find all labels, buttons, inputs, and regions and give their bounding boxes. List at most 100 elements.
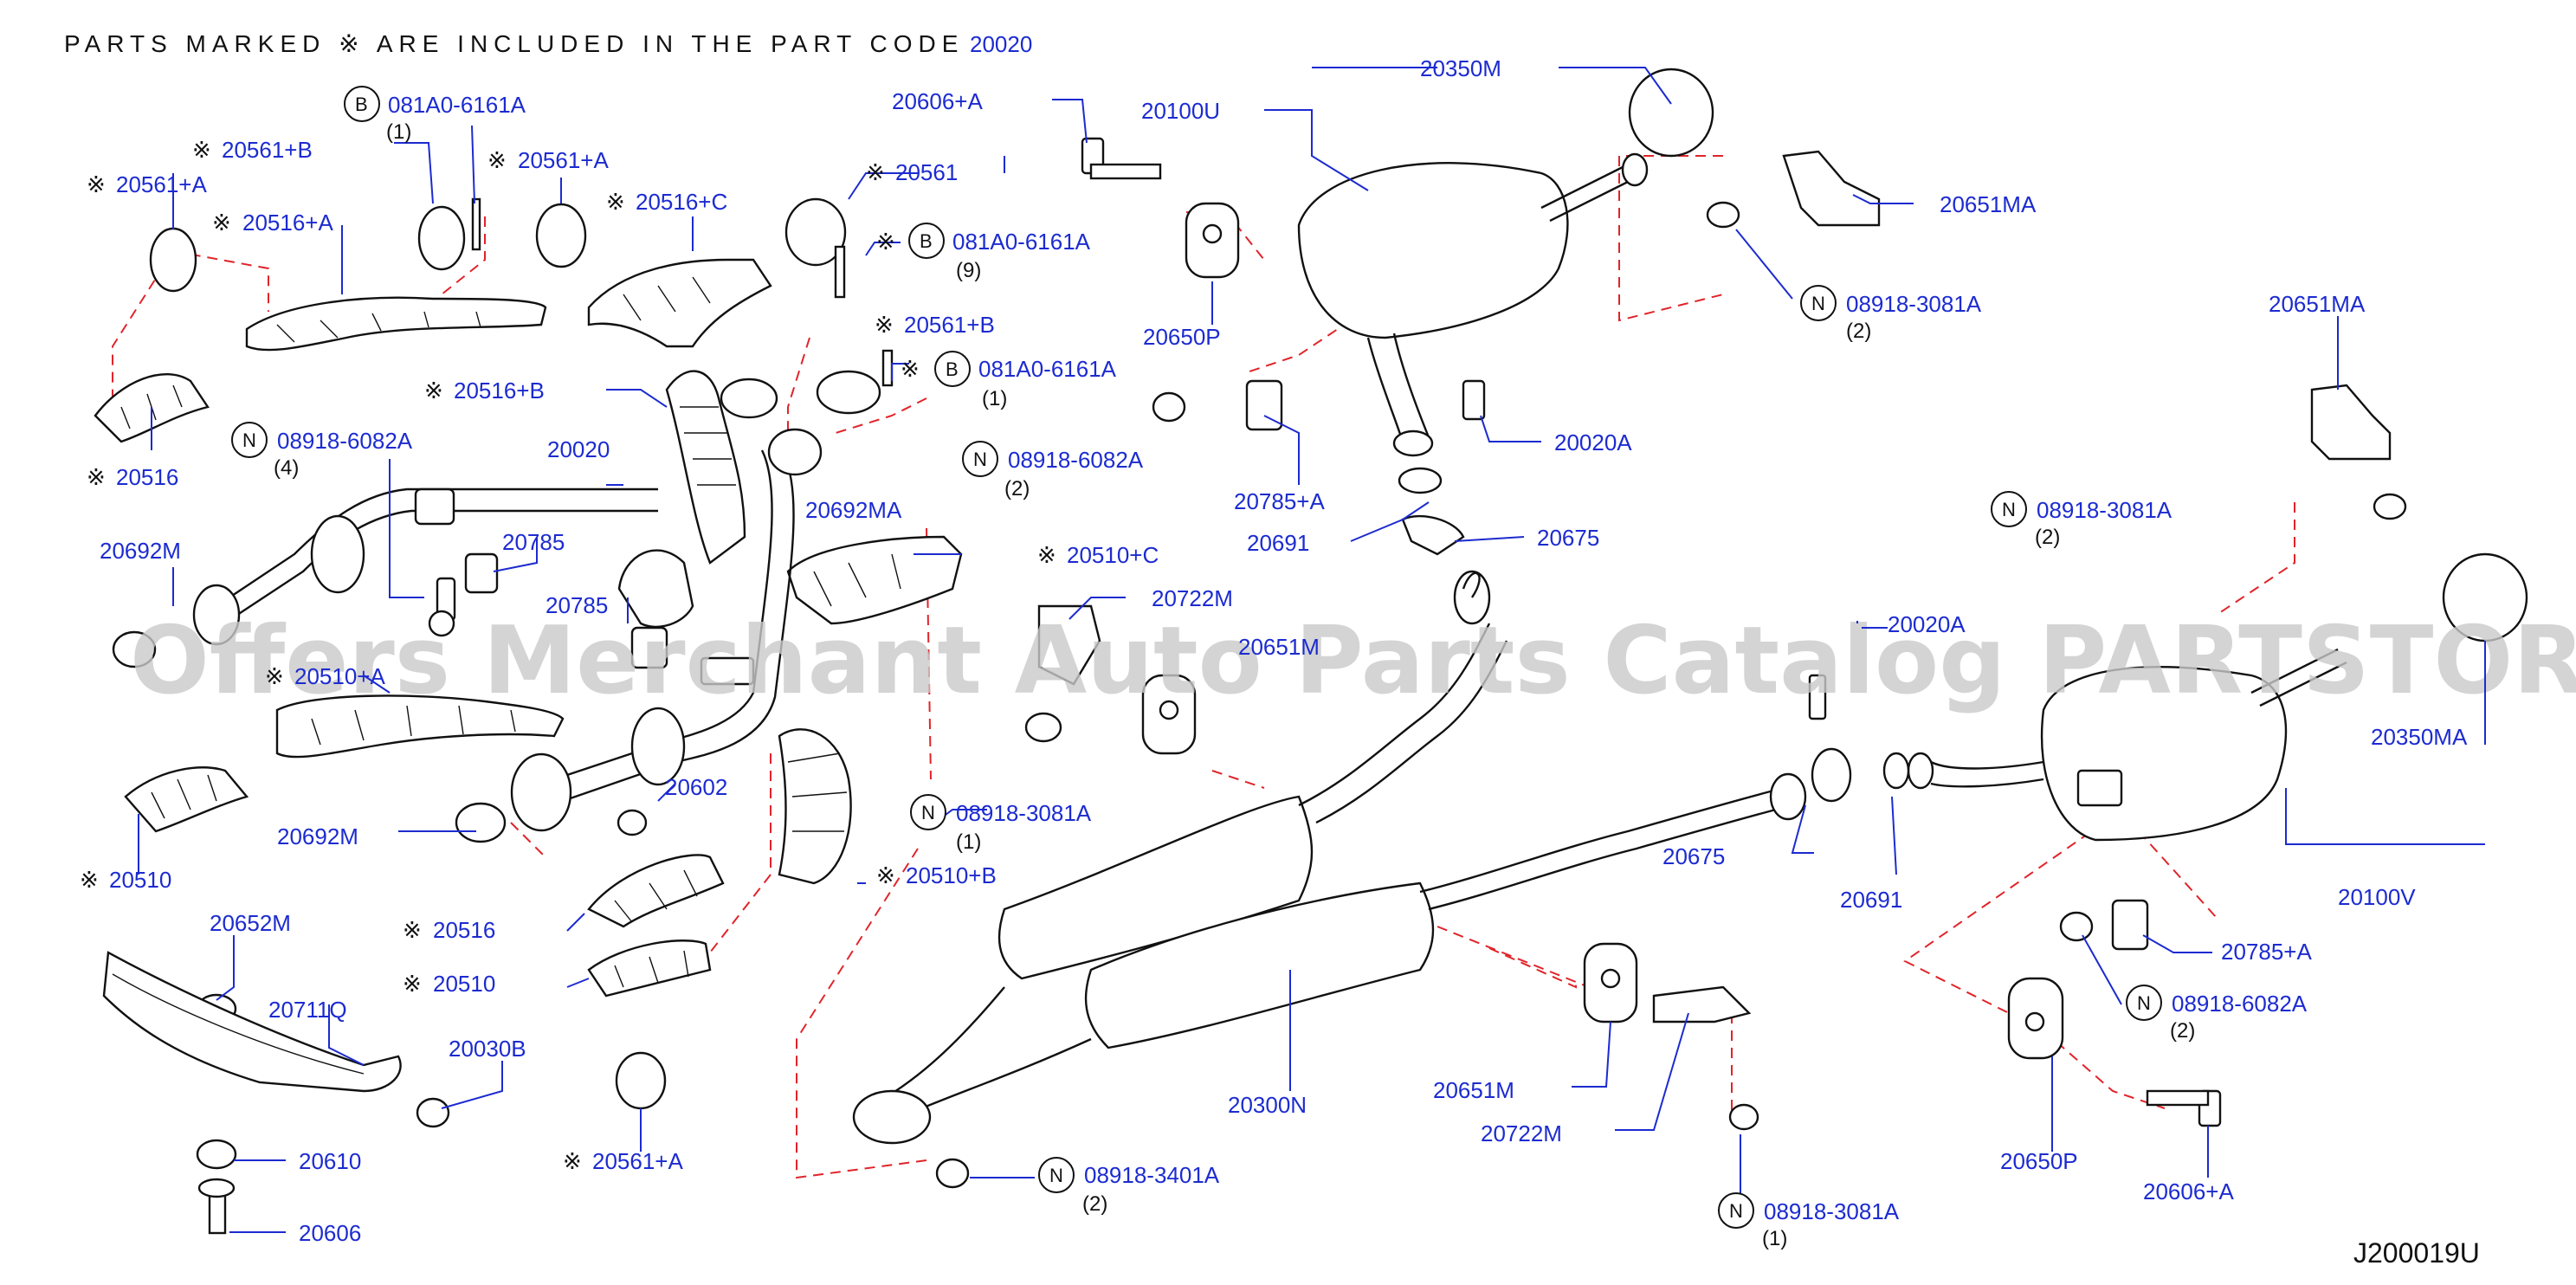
- label-20510-b[interactable]: ※ 20510+B: [876, 862, 997, 889]
- label-20652m[interactable]: 20652M: [210, 910, 291, 936]
- label-20561-b[interactable]: ※ 20561+B: [192, 137, 313, 164]
- svg-text:※: ※: [80, 868, 99, 894]
- svg-text:20561+A: 20561+A: [116, 171, 207, 197]
- label-20020a-top[interactable]: 20020A: [1554, 429, 1632, 455]
- svg-text:(2): (2): [1082, 1192, 1107, 1216]
- svg-text:※: ※: [424, 378, 443, 404]
- label-20722m-bottom[interactable]: 20722M: [1481, 1120, 1562, 1146]
- label-08918-6082A-mid[interactable]: N 08918-6082A (2): [962, 441, 1144, 500]
- label-20561-a-mid[interactable]: ※ 20561+A: [487, 147, 609, 174]
- label-08918-6082A-left[interactable]: N 08918-6082A (4): [231, 422, 413, 480]
- label-20691-right[interactable]: 20691: [1840, 887, 1902, 913]
- label-20675-top[interactable]: 20675: [1537, 525, 1599, 551]
- leader-lines: [138, 67, 2486, 1233]
- label-20650p-right[interactable]: 20650P: [2000, 1148, 2078, 1174]
- label-20100v[interactable]: 20100V: [2338, 884, 2416, 910]
- svg-text:N: N: [1729, 1200, 1743, 1222]
- label-20651ma-right[interactable]: 20651MA: [2269, 291, 2366, 317]
- svg-text:08918-6082A: 08918-6082A: [277, 428, 413, 454]
- label-20561[interactable]: ※ 20561: [866, 159, 958, 186]
- svg-text:081A0-6161A: 081A0-6161A: [952, 229, 1091, 255]
- center-resonators-and-y-pipe: [852, 570, 1807, 1145]
- label-20691-top[interactable]: 20691: [1247, 530, 1309, 556]
- label-08918-3081A-bottom[interactable]: N 08918-3081A (1): [1718, 1192, 1900, 1250]
- label-20692ma[interactable]: 20692MA: [805, 497, 902, 523]
- svg-text:08918-6082A: 08918-6082A: [1008, 447, 1144, 473]
- svg-text:(2): (2): [1846, 320, 1871, 343]
- svg-text:※: ※: [876, 863, 895, 889]
- header-part-code[interactable]: 20020: [970, 31, 1032, 57]
- svg-text:※: ※: [866, 160, 885, 186]
- svg-text:N: N: [2002, 499, 2016, 520]
- label-20300n[interactable]: 20300N: [1228, 1092, 1307, 1118]
- label-20610[interactable]: 20610: [299, 1148, 361, 1174]
- left-clamps: [149, 197, 894, 1110]
- svg-text:08918-3081A: 08918-3081A: [956, 800, 1092, 826]
- svg-text:08918-3081A: 08918-3081A: [2037, 497, 2172, 523]
- svg-text:(2): (2): [1004, 477, 1030, 500]
- label-08918-3081A-mid[interactable]: N 08918-3081A (1): [910, 794, 1092, 854]
- label-20785-lower[interactable]: 20785: [546, 592, 608, 618]
- label-20722m-top[interactable]: 20722M: [1152, 585, 1233, 611]
- svg-text:※: ※: [192, 138, 211, 164]
- label-08918-3081A-right[interactable]: N 08918-3081A (2): [1991, 491, 2172, 549]
- svg-text:(1): (1): [982, 387, 1007, 410]
- label-20030b[interactable]: 20030B: [449, 1036, 526, 1062]
- label-20785-a-right[interactable]: 20785+A: [2221, 939, 2312, 965]
- label-20516-b[interactable]: ※ 20516+B: [424, 378, 545, 404]
- label-08918-3081A-top[interactable]: N 08918-3081A (2): [1800, 285, 1982, 343]
- label-20650p-top[interactable]: 20650P: [1143, 324, 1221, 350]
- rubber-hangers: [1141, 202, 2064, 1060]
- label-20020[interactable]: 20020: [547, 436, 610, 462]
- label-20350ma[interactable]: 20350MA: [2371, 724, 2468, 750]
- label-20510-left[interactable]: ※ 20510: [80, 867, 171, 894]
- svg-text:(1): (1): [386, 120, 411, 144]
- label-20510-a[interactable]: ※ 20510+A: [265, 663, 385, 690]
- label-081A0-6161A-nine[interactable]: ※ B 081A0-6161A (9): [876, 223, 1091, 282]
- label-20606[interactable]: 20606: [299, 1220, 361, 1246]
- svg-text:B: B: [355, 94, 368, 115]
- label-20561-a-left[interactable]: ※ 20561+A: [87, 171, 207, 198]
- label-20602[interactable]: 20602: [665, 774, 727, 800]
- svg-text:※: ※: [87, 172, 106, 198]
- label-08918-3401A[interactable]: N 08918-3401A (2): [1038, 1157, 1220, 1216]
- svg-text:08918-3081A: 08918-3081A: [1846, 291, 1982, 317]
- svg-text:※: ※: [563, 1149, 582, 1175]
- label-20020a-right[interactable]: 20020A: [1888, 611, 1966, 637]
- label-20692m-lower[interactable]: 20692M: [277, 823, 358, 849]
- svg-text:20561+B: 20561+B: [222, 137, 313, 163]
- label-20785-a-top[interactable]: 20785+A: [1234, 488, 1325, 514]
- label-20651m-top[interactable]: 20651M: [1238, 634, 1320, 660]
- label-081A0-6161A-one[interactable]: ※ B 081A0-6161A (1): [901, 351, 1117, 410]
- svg-text:20516+A: 20516+A: [242, 210, 333, 236]
- label-08918-6082A-right[interactable]: N 08918-6082A (2): [2126, 985, 2308, 1043]
- label-20651m-bottom[interactable]: 20651M: [1433, 1077, 1514, 1103]
- label-20516-c[interactable]: ※ 20516+C: [606, 189, 727, 216]
- label-20606-a-top[interactable]: 20606+A: [892, 88, 983, 114]
- label-20561-a-bottom[interactable]: ※ 20561+A: [563, 1148, 683, 1175]
- label-20651ma-top[interactable]: 20651MA: [1940, 191, 2037, 217]
- svg-text:20561+A: 20561+A: [592, 1148, 683, 1174]
- svg-text:※: ※: [212, 210, 231, 236]
- svg-text:08918-3081A: 08918-3081A: [1764, 1198, 1900, 1224]
- label-20692m-top[interactable]: 20692M: [100, 538, 181, 564]
- svg-text:20516: 20516: [116, 464, 178, 490]
- label-20350m[interactable]: 20350M: [1420, 55, 1501, 81]
- svg-text:(9): (9): [956, 259, 981, 282]
- label-20516-a[interactable]: ※ 20516+A: [212, 210, 333, 236]
- label-20516-top[interactable]: ※ 20516: [87, 464, 178, 491]
- label-20561-b-mid[interactable]: ※ 20561+B: [875, 312, 995, 339]
- label-20785-upper[interactable]: 20785: [502, 529, 565, 555]
- label-20100u[interactable]: 20100U: [1141, 98, 1220, 124]
- label-20606-a-right[interactable]: 20606+A: [2143, 1178, 2234, 1204]
- label-20516-lower[interactable]: ※ 20516: [403, 917, 495, 944]
- svg-text:(2): (2): [2170, 1019, 2195, 1043]
- label-081A0-6161A-top[interactable]: B 081A0-6161A (1): [344, 86, 526, 144]
- label-20510-c[interactable]: ※ 20510+C: [1037, 542, 1159, 569]
- label-20510-lower[interactable]: ※ 20510: [403, 971, 495, 998]
- label-20675-right[interactable]: 20675: [1662, 843, 1725, 869]
- svg-text:※: ※: [265, 664, 284, 690]
- label-20711q[interactable]: 20711Q: [268, 997, 347, 1023]
